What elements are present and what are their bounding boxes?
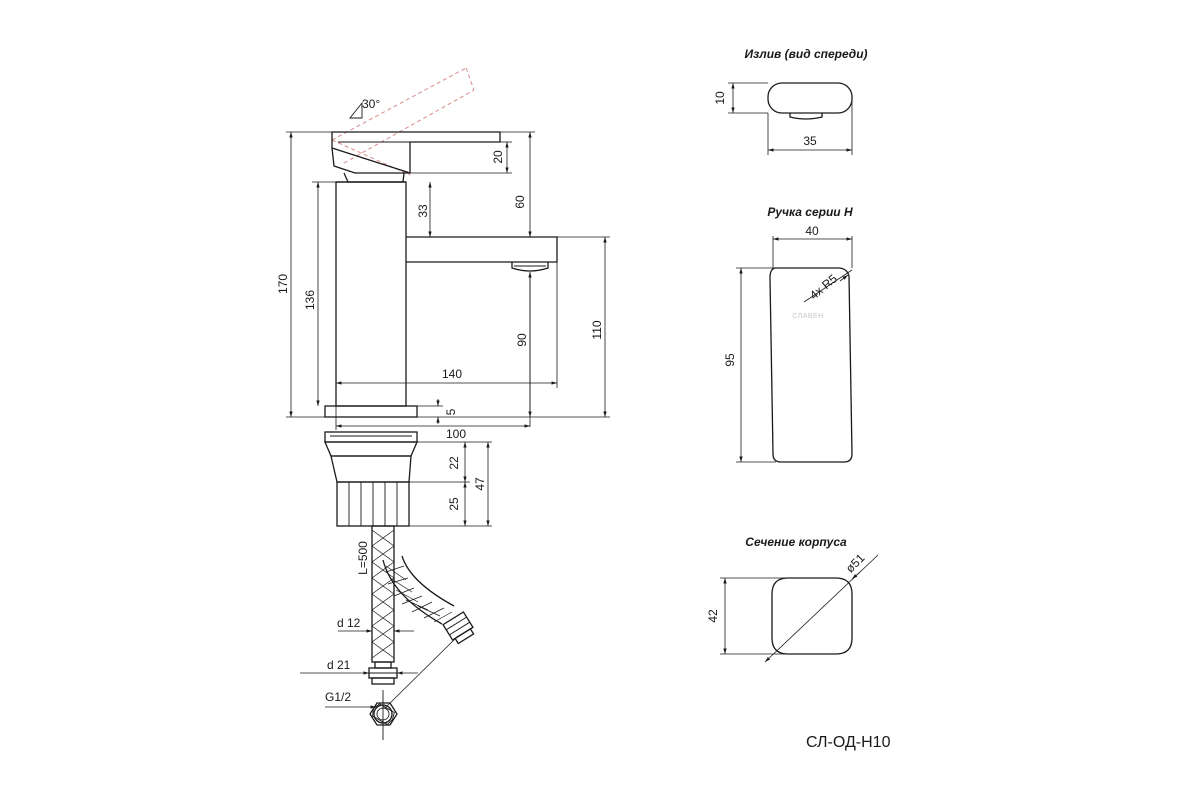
spout-h-label: 10 <box>713 91 727 105</box>
section-title: Сечение корпуса <box>745 535 847 549</box>
dim-d12-label: d 12 <box>337 616 361 630</box>
dim-33-label: 33 <box>416 204 430 218</box>
dim-22: 22 <box>409 441 492 483</box>
handle-h-label: 95 <box>723 353 737 367</box>
spout-front-view: Излив (вид спереди) 10 35 <box>713 47 868 155</box>
hose-length-label: L=500 <box>356 541 370 575</box>
dim-100: 100 <box>335 406 530 441</box>
spout-w-label: 35 <box>803 134 817 148</box>
handle-lever <box>331 131 501 183</box>
dim-60: 60 <box>500 131 535 237</box>
mounting-assembly: 22 25 47 <box>324 431 492 527</box>
angle-mark: 30° <box>349 97 380 119</box>
dim-22-label: 22 <box>447 456 461 470</box>
spout <box>406 236 558 272</box>
thread-label: G1/2 <box>325 690 351 704</box>
dim-60-label: 60 <box>513 195 527 209</box>
dim-100-label: 100 <box>446 427 466 441</box>
hoses: d 12 d 21 L=500 G1/2 <box>300 525 475 740</box>
dim-20-label: 20 <box>491 150 505 164</box>
dim-170-label: 170 <box>276 274 290 294</box>
dim-d12: d 12 <box>337 616 414 633</box>
spout-front-title: Излив (вид спереди) <box>744 47 867 61</box>
dim-47: 47 <box>473 442 490 526</box>
model-code: СЛ-ОД-Н10 <box>806 734 891 751</box>
dim-136: 136 <box>303 181 344 406</box>
dim-5-label: 5 <box>444 408 458 415</box>
dim-33: 33 <box>416 182 432 237</box>
dim-110: 110 <box>417 236 610 418</box>
handle-watermark: СЛАВЕН <box>792 313 823 320</box>
dim-25-label: 25 <box>447 497 461 511</box>
handle-w-label: 40 <box>805 224 819 238</box>
dim-20: 20 <box>404 141 512 174</box>
dim-25: 25 <box>409 482 492 527</box>
faucet-body <box>335 181 407 407</box>
base-plate <box>324 405 418 418</box>
body-section-view: Сечение корпуса ø51 42 <box>706 535 879 663</box>
dim-140: 140 <box>336 262 558 388</box>
handle-rotated-outline <box>331 67 475 176</box>
handle-radius-label: 4x R5 <box>807 271 840 302</box>
dim-d21: d 21 <box>300 658 418 675</box>
handle-view: Ручка серии Н СЛАВЕН 40 95 4x R5 <box>723 205 853 463</box>
dim-5: 5 <box>417 399 458 424</box>
dim-136-label: 136 <box>303 290 317 310</box>
section-diag-label: ø51 <box>843 551 868 576</box>
dim-90-label: 90 <box>515 333 529 347</box>
handle-title: Ручка серии Н <box>767 205 853 219</box>
angle-label: 30° <box>362 97 380 111</box>
dim-90: 90 <box>515 272 532 427</box>
dim-d21-label: d 21 <box>327 658 351 672</box>
section-h-label: 42 <box>706 609 720 623</box>
dim-110-label: 110 <box>590 320 604 339</box>
bent-hose-nut <box>442 611 475 645</box>
faucet-side-view: 30° 170 <box>276 67 610 441</box>
dim-140-label: 140 <box>442 367 462 381</box>
dim-47-label: 47 <box>473 477 487 491</box>
dim-170: 170 <box>276 131 332 418</box>
fitting-end-view: G1/2 <box>325 635 459 740</box>
